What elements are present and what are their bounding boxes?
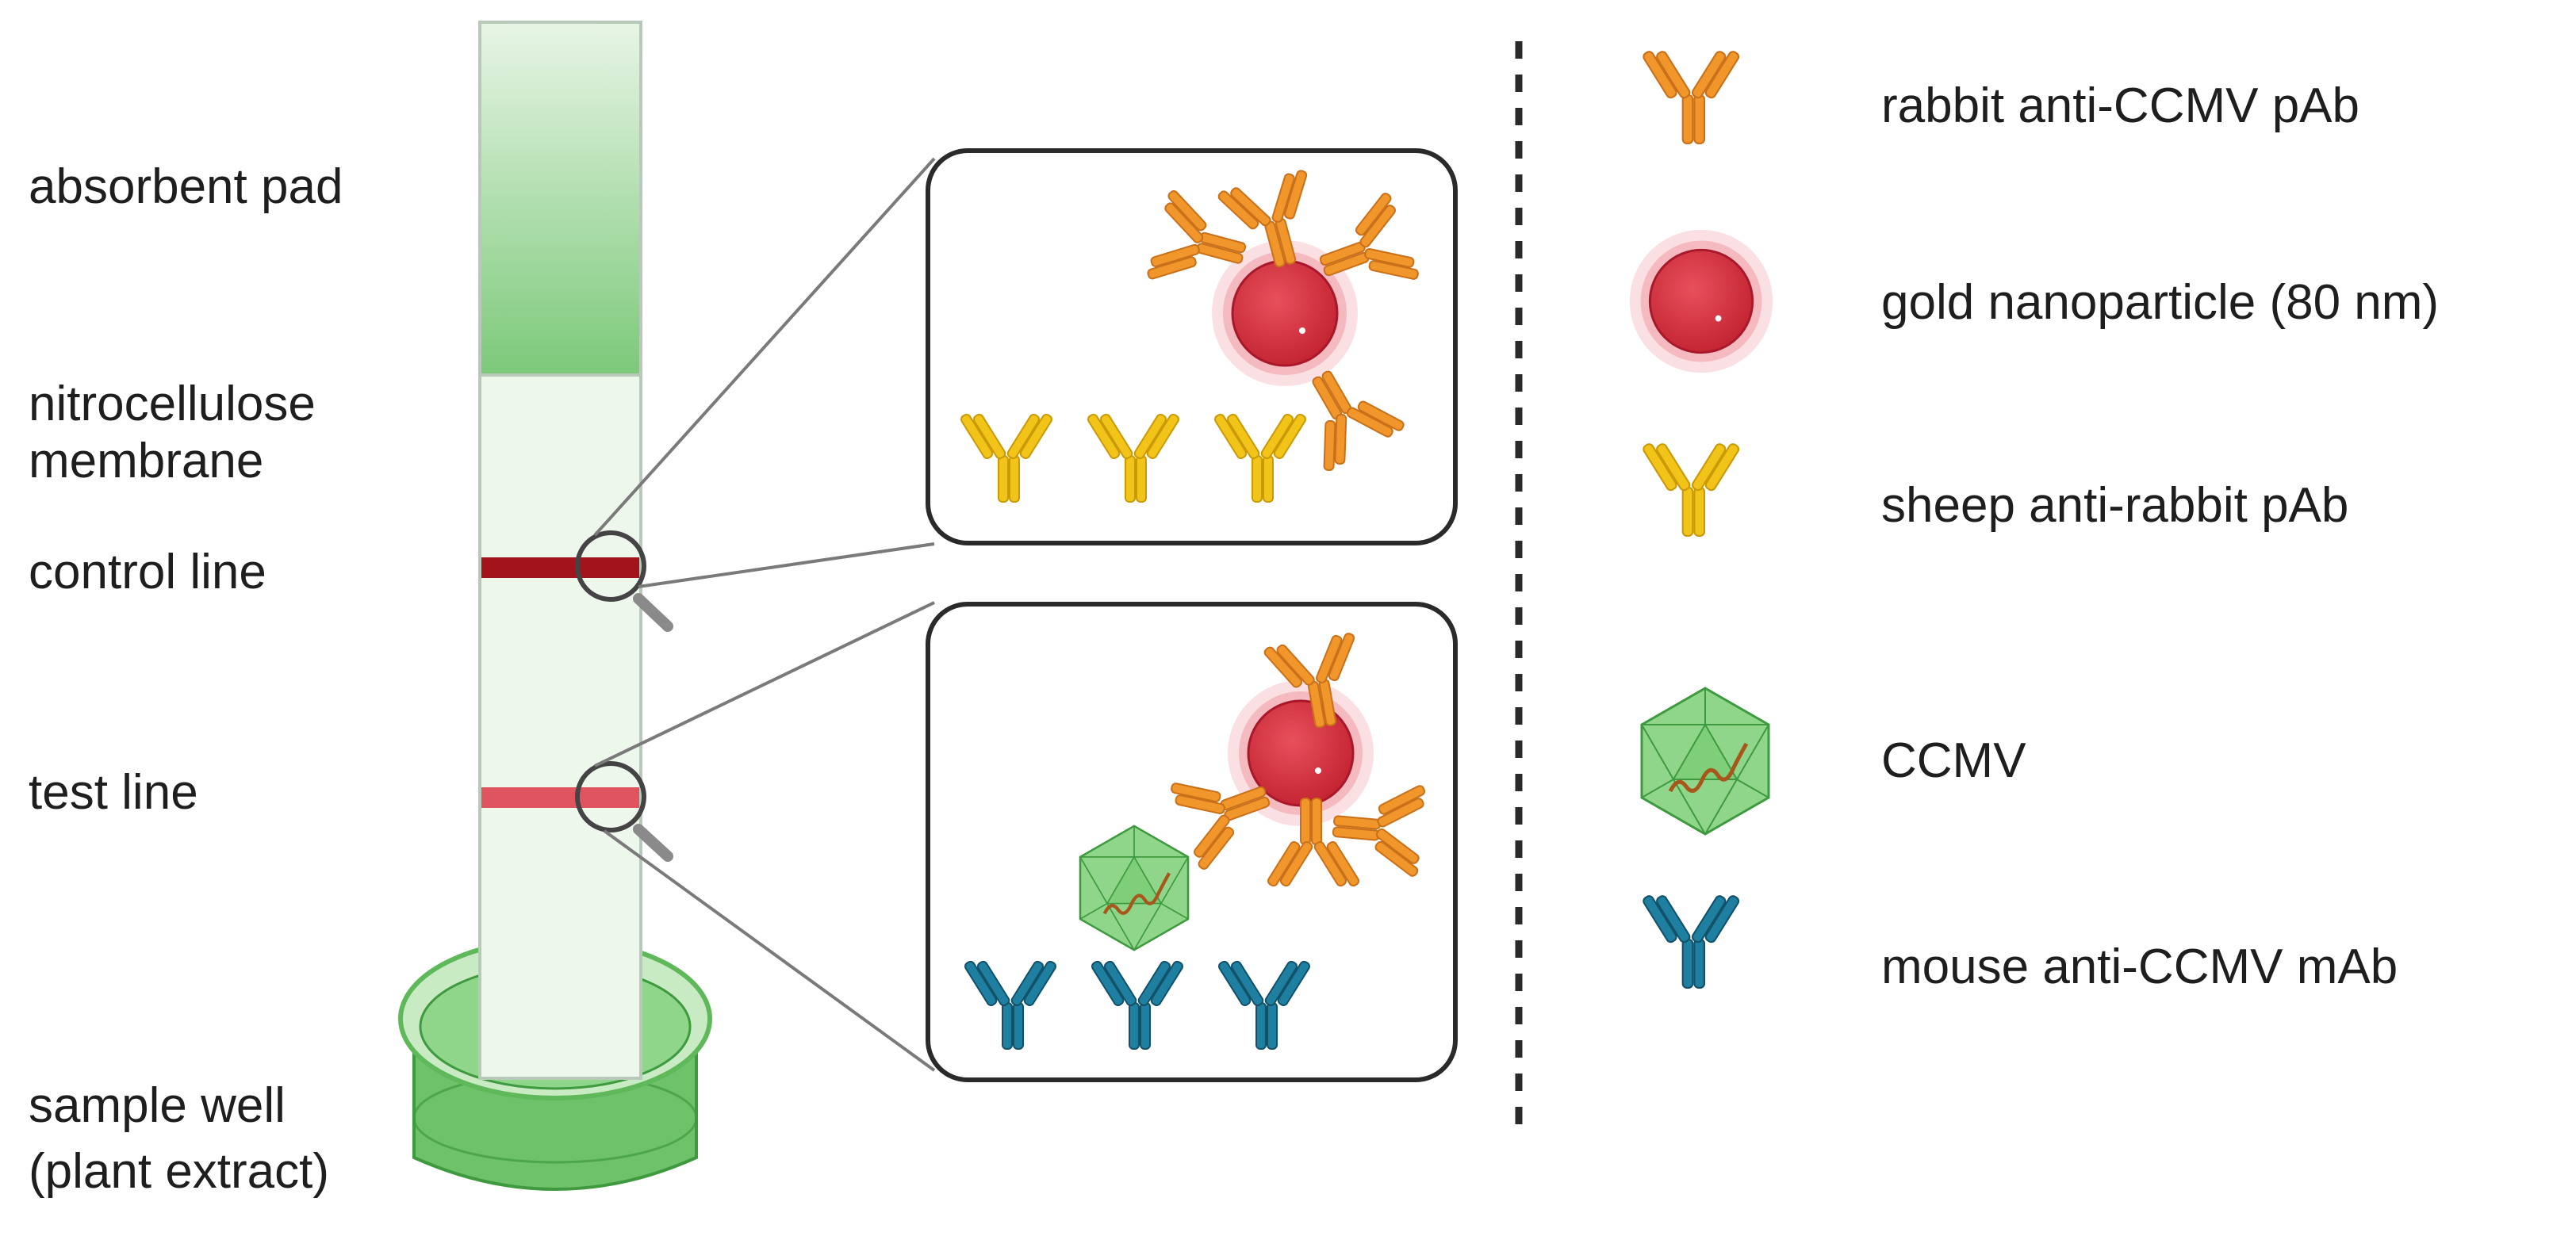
sheep-antibody-icon xyxy=(1641,442,1742,537)
zoom-connector xyxy=(593,157,936,1072)
legend-item: CCMV xyxy=(1642,688,2026,834)
ccmv-virus-icon xyxy=(1642,688,1769,834)
magnifier-icon xyxy=(575,761,673,862)
legend-item: mouse anti-CCMV mAb xyxy=(1641,894,2398,994)
absorbent-pad-label: absorbent pad xyxy=(29,159,343,214)
test-line-label: test line xyxy=(29,765,198,820)
test-line xyxy=(481,787,639,808)
control-line xyxy=(481,557,639,578)
control-line-inset xyxy=(926,148,1458,545)
legend-label: gold nanoparticle (80 nm) xyxy=(1881,275,2439,330)
legend-item: gold nanoparticle (80 nm) xyxy=(1628,228,2439,374)
legend: rabbit anti-CCMV pAb gold nanoparticle (… xyxy=(1628,49,2439,994)
lateral-flow-strip xyxy=(398,21,936,1191)
legend-label: mouse anti-CCMV mAb xyxy=(1881,940,2398,994)
rabbit-antibody-icon xyxy=(1641,49,1742,144)
absorbent-pad xyxy=(478,21,642,377)
sample-well-label-line1: sample well xyxy=(29,1078,286,1133)
legend-item: rabbit anti-CCMV pAb xyxy=(1641,49,2359,144)
test-line-inset xyxy=(926,602,1458,1082)
magnifier-icon xyxy=(575,530,673,632)
legend-item: sheep anti-rabbit pAb xyxy=(1641,442,2348,537)
strip-labels: absorbent pad nitrocellulose membrane co… xyxy=(29,159,343,1199)
nitrocellulose-label-line2: membrane xyxy=(29,434,263,488)
legend-label: sheep anti-rabbit pAb xyxy=(1881,478,2348,533)
mouse-antibody-icon xyxy=(1641,894,1742,989)
nitrocellulose-membrane xyxy=(478,371,642,1080)
nitrocellulose-label-line1: nitrocellulose xyxy=(29,377,316,431)
gold-nanoparticle-icon xyxy=(1628,228,1774,374)
legend-label: rabbit anti-CCMV pAb xyxy=(1881,78,2359,133)
control-line-label: control line xyxy=(29,545,266,599)
legend-label: CCMV xyxy=(1881,733,2026,788)
sample-well-label-line2: (plant extract) xyxy=(29,1144,329,1199)
